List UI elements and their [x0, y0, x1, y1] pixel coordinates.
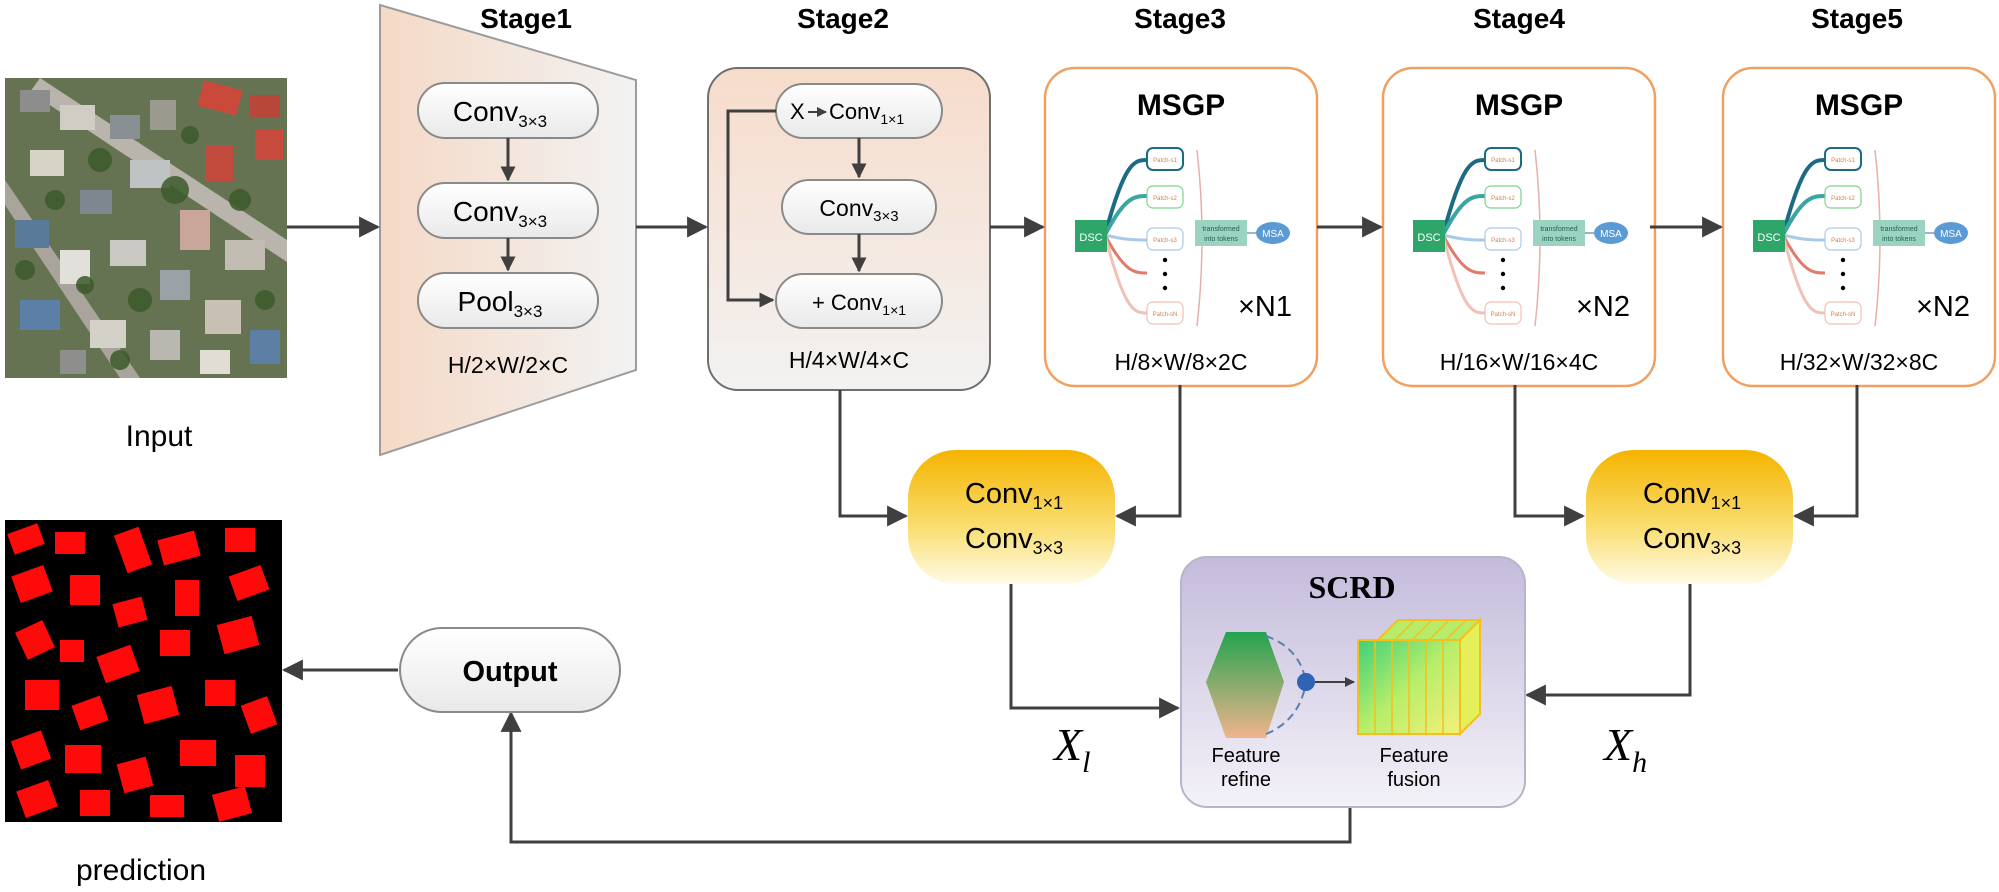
arrow-stage4-conv-right — [1513, 385, 1586, 527]
svg-text:Conv1×1: Conv1×1 — [1643, 478, 1741, 513]
prediction-mask-image — [5, 520, 282, 822]
patch-label: Patch-s3 — [1831, 238, 1855, 244]
patch-label: Patch-s2 — [1831, 196, 1855, 202]
fusion-node — [1297, 673, 1315, 691]
dsc-label: DSC — [1757, 232, 1780, 244]
patch-label: Patch-sN — [1831, 312, 1856, 318]
feature-refine-label-1: Feature — [1212, 745, 1281, 767]
msa-node — [1934, 222, 1968, 244]
stage5-title: Stage5 — [1811, 3, 1903, 34]
msa-label: MSA — [1940, 229, 1962, 240]
token-label-2: into tokens — [1204, 236, 1238, 243]
msa-label: MSA — [1600, 229, 1622, 240]
stage2-dims: H/4×W/4×C — [789, 347, 909, 373]
xh-label: Xh — [1602, 719, 1647, 779]
stage4-title: Stage4 — [1473, 3, 1565, 34]
stage3-title: Stage3 — [1134, 3, 1226, 34]
scrd-block: SCRD Feature refi — [1180, 556, 1526, 808]
svg-text:Conv1×1: Conv1×1 — [965, 478, 1063, 513]
patch-label: Patch-sN — [1153, 312, 1178, 318]
stage2-mid-pill: Conv3×3 — [781, 179, 937, 235]
token-label-2: into tokens — [1882, 236, 1916, 243]
patch-label: Patch-s3 — [1153, 238, 1177, 244]
token-label-1: transformed — [1202, 226, 1239, 233]
patch-label: Patch-s2 — [1153, 196, 1177, 202]
msgp-repeat: ×N2 — [1916, 291, 1970, 323]
output-block: Output — [399, 627, 621, 713]
svg-text:Conv3×3: Conv3×3 — [1643, 523, 1741, 558]
xl-label: Xl — [1052, 719, 1090, 779]
msgp-title: MSGP — [1815, 89, 1903, 122]
svg-text:Pool3×3: Pool3×3 — [458, 286, 543, 321]
feature-fusion-label-1: Feature — [1380, 745, 1449, 767]
msgp-repeat: ×N2 — [1576, 291, 1630, 323]
arrow-conv-left-scrd — [1009, 584, 1181, 719]
token-box — [1195, 220, 1247, 246]
stage2-bot-pill: + Conv1×1 — [775, 273, 943, 329]
svg-text:Conv1×1: Conv1×1 — [829, 99, 904, 127]
msgp-dims: H/8×W/8×2C — [1115, 349, 1248, 375]
arrow-stage5-conv-right — [1792, 385, 1859, 527]
feature-fusion-label-2: fusion — [1387, 769, 1440, 791]
svg-text:Conv3×3: Conv3×3 — [453, 96, 547, 131]
patch-label: Patch-s2 — [1491, 196, 1515, 202]
token-box — [1533, 220, 1585, 246]
conv-block-right: Conv1×1 Conv3×3 — [1586, 450, 1793, 584]
stage1-pool: Pool3×3 — [417, 272, 599, 329]
svg-text:Conv3×3: Conv3×3 — [965, 523, 1063, 558]
msgp-repeat: ×N1 — [1238, 291, 1292, 323]
feature-fusion-cube — [1357, 617, 1483, 737]
msgp-title: MSGP — [1137, 89, 1225, 122]
msgp-dims: H/16×W/16×4C — [1440, 349, 1599, 375]
input-aerial-image — [5, 78, 287, 378]
msa-label: MSA — [1262, 229, 1284, 240]
scrd-title: SCRD — [1308, 569, 1395, 605]
patch-label: Patch-s1 — [1831, 158, 1855, 164]
patch-label: Patch-s1 — [1491, 158, 1515, 164]
svg-text:+ Conv1×1: + Conv1×1 — [812, 290, 906, 318]
arrow-scrd-output — [500, 710, 1352, 844]
stage1-conv-b: Conv3×3 — [417, 182, 599, 239]
dsc-node — [1753, 220, 1785, 252]
feature-refine-hexagon — [1206, 632, 1284, 738]
dsc-node — [1413, 220, 1445, 252]
token-label-1: transformed — [1540, 226, 1577, 233]
stage1-dims: H/2×W/2×C — [448, 352, 568, 378]
prediction-label: prediction — [76, 854, 206, 887]
arrow-stage3-conv-left — [1114, 385, 1182, 527]
token-label-1: transformed — [1880, 226, 1917, 233]
msgp-title: MSGP — [1475, 89, 1563, 122]
patch-label: Patch-s1 — [1153, 158, 1177, 164]
dsc-label: DSC — [1417, 232, 1440, 244]
stage1-conv-a: Conv3×3 — [417, 82, 599, 139]
stage1-block: Conv3×3 Conv3×3 Pool3×3 H/2×W/2×C — [379, 3, 637, 457]
stage2-block: X Conv1×1 Conv3×3 + Conv1×1 H/4×W/4×C — [707, 67, 991, 391]
msgp-dims: H/32×W/32×8C — [1780, 349, 1939, 375]
feature-refine-label-2: refine — [1221, 769, 1271, 791]
stage2-top-pill: X Conv1×1 — [775, 83, 943, 139]
input-label: Input — [126, 420, 193, 453]
svg-text:Conv3×3: Conv3×3 — [819, 195, 898, 225]
arrow-stage2-conv-left — [838, 390, 909, 527]
stage2-title: Stage2 — [797, 3, 889, 34]
conv-block-left: Conv1×1 Conv3×3 — [908, 450, 1115, 584]
svg-text:Conv3×3: Conv3×3 — [453, 196, 547, 231]
token-box — [1873, 220, 1925, 246]
svg-text:X: X — [790, 99, 805, 124]
dsc-node — [1075, 220, 1107, 252]
output-label: Output — [462, 656, 557, 688]
dsc-label: DSC — [1079, 232, 1102, 244]
msa-node — [1256, 222, 1290, 244]
token-label-2: into tokens — [1542, 236, 1576, 243]
msa-node — [1594, 222, 1628, 244]
stage1-title: Stage1 — [480, 3, 572, 34]
patch-label: Patch-sN — [1491, 312, 1516, 318]
patch-label: Patch-s3 — [1491, 238, 1515, 244]
arrow-conv-right-scrd — [1524, 584, 1692, 706]
